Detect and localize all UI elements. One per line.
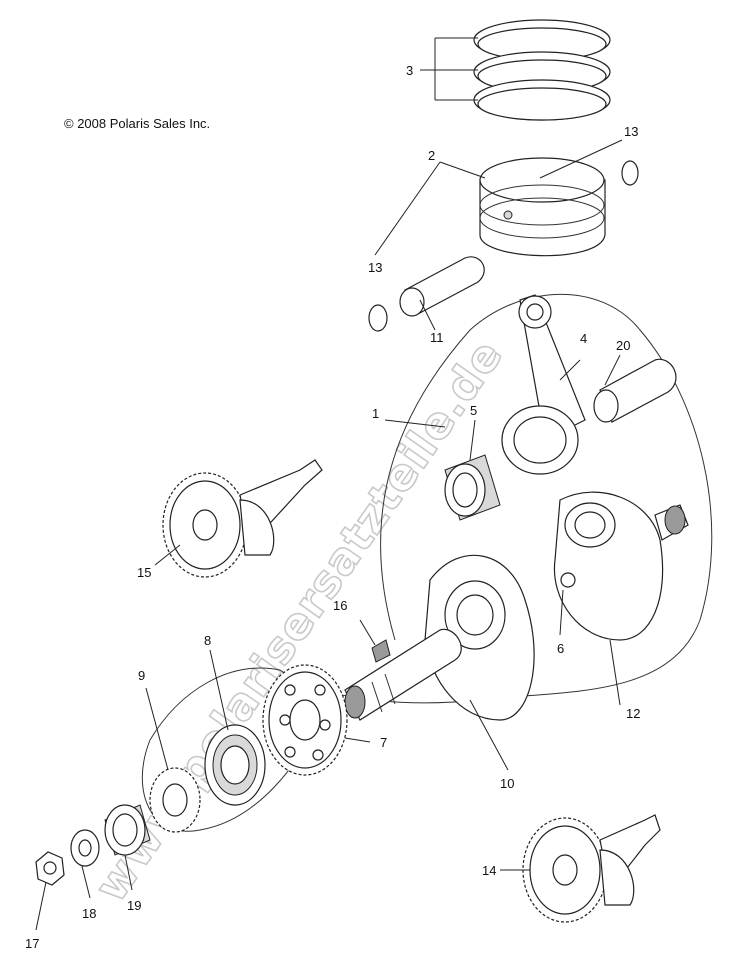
callout-20: 20 xyxy=(616,338,630,353)
piston-rings xyxy=(473,19,611,121)
callout-4: 4 xyxy=(580,331,587,346)
crankshaft-main xyxy=(344,554,535,721)
callout-9: 9 xyxy=(138,668,145,683)
callout-15: 15 xyxy=(137,565,151,580)
callout-13-left: 13 xyxy=(368,260,382,275)
assembly-outline xyxy=(141,293,713,832)
piston xyxy=(479,157,606,257)
callout-8: 8 xyxy=(204,633,211,648)
circlip-left xyxy=(368,304,388,332)
callout-3: 3 xyxy=(406,63,413,78)
woodruff-key xyxy=(371,639,391,663)
sprocket xyxy=(149,767,201,833)
roller-bearing xyxy=(104,804,151,856)
crank-web-right xyxy=(553,491,689,641)
callout-14: 14 xyxy=(482,863,496,878)
copyright-text: © 2008 Polaris Sales Inc. xyxy=(64,116,210,131)
callout-7: 7 xyxy=(380,735,387,750)
callout-12: 12 xyxy=(626,706,640,721)
callout-13-right: 13 xyxy=(624,124,638,139)
drive-gear xyxy=(262,664,348,776)
callout-18: 18 xyxy=(82,906,96,921)
washer xyxy=(70,829,100,867)
callout-5: 5 xyxy=(470,403,477,418)
callout-19: 19 xyxy=(127,898,141,913)
callout-17: 17 xyxy=(25,936,39,951)
crank-pin xyxy=(593,358,677,423)
callout-2: 2 xyxy=(428,148,435,163)
needle-bearing xyxy=(444,454,501,521)
callout-16: 16 xyxy=(333,598,347,613)
ball-bearing xyxy=(204,724,266,806)
circlip-right xyxy=(621,160,639,186)
callout-1: 1 xyxy=(372,406,379,421)
callout-6: 6 xyxy=(557,641,564,656)
nut xyxy=(35,851,65,886)
balance-shaft-left xyxy=(162,459,323,578)
balance-shaft-right xyxy=(522,814,661,923)
callout-10: 10 xyxy=(500,776,514,791)
piston-pin xyxy=(399,256,485,317)
leader-lines xyxy=(35,37,623,931)
dowel-pin xyxy=(560,572,576,588)
callout-11: 11 xyxy=(430,330,444,345)
callout-labels: 1 2 3 4 5 6 7 8 9 10 11 12 13 13 14 15 1… xyxy=(25,63,640,951)
connecting-rod xyxy=(501,294,586,475)
